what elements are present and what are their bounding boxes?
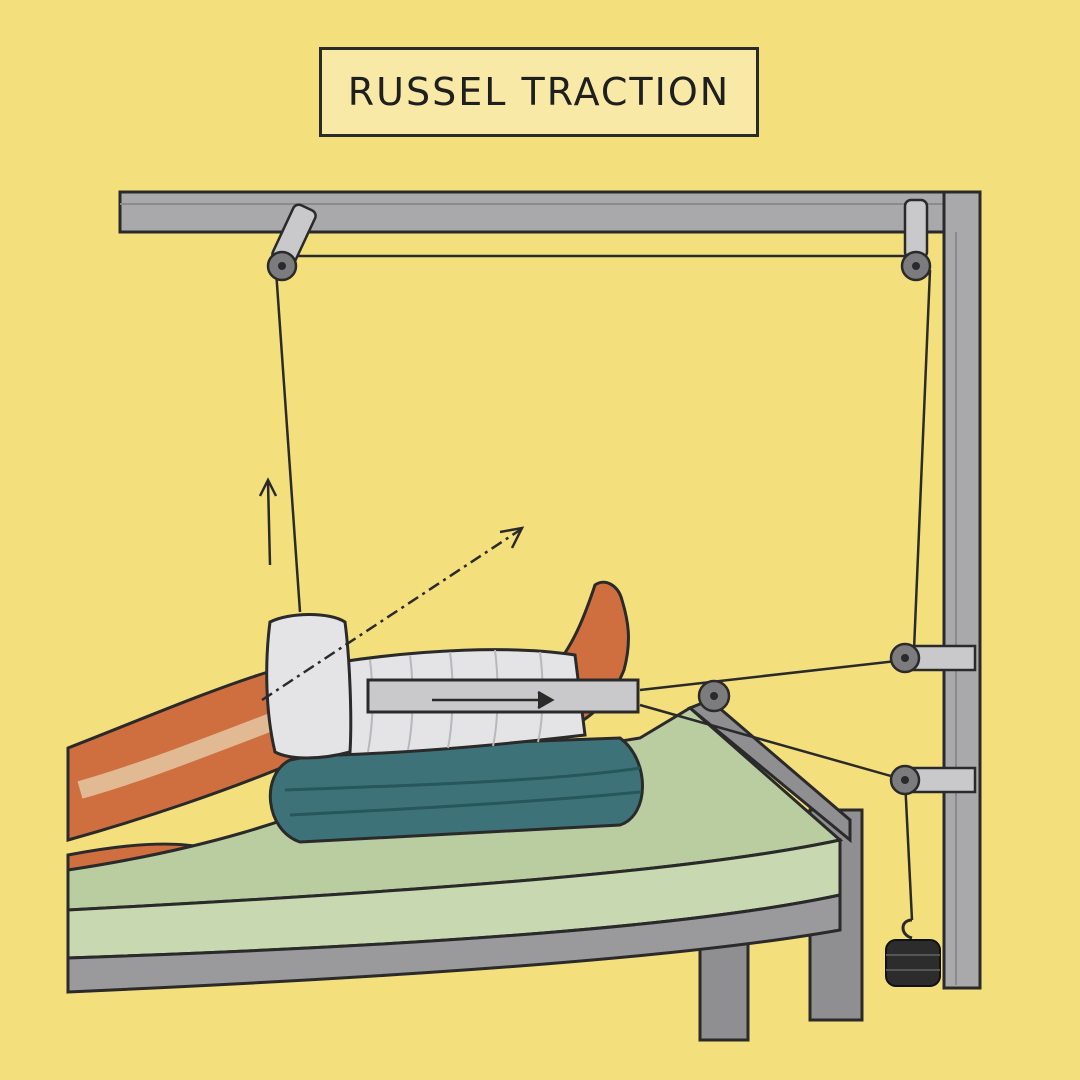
folded-blanket: [268, 736, 644, 844]
title-box: RUSSEL TRACTION: [319, 47, 759, 137]
rope-foot-lower: [639, 703, 906, 782]
pulley-bed: [697, 679, 731, 713]
arrow-up: [258, 477, 278, 566]
pulley-post-lower: [889, 764, 977, 796]
spreader-plate: [366, 678, 640, 714]
rope-knee-up: [274, 269, 302, 613]
overhead-bar: [118, 190, 982, 234]
rope-weight: [903, 779, 914, 921]
overhead-frame: [118, 190, 982, 990]
traction-ropes: [274, 254, 932, 921]
rope-down-post: [912, 269, 932, 651]
pulley-top-right: [900, 198, 932, 282]
arrow-resultant: [261, 526, 525, 702]
lower-leg: [265, 580, 640, 760]
arrow-longitudinal: [432, 690, 555, 710]
force-arrows: [258, 477, 555, 710]
traction-weight: [885, 918, 941, 987]
pulley-post-upper: [889, 642, 977, 674]
knee-sling: [265, 613, 353, 760]
rope-foot-upper: [639, 658, 906, 692]
bed-frame: [66, 893, 842, 994]
pulleys: [266, 198, 977, 796]
title-text: RUSSEL TRACTION: [347, 70, 731, 114]
pulley-top-left: [266, 203, 317, 282]
vertical-post: [942, 190, 982, 990]
